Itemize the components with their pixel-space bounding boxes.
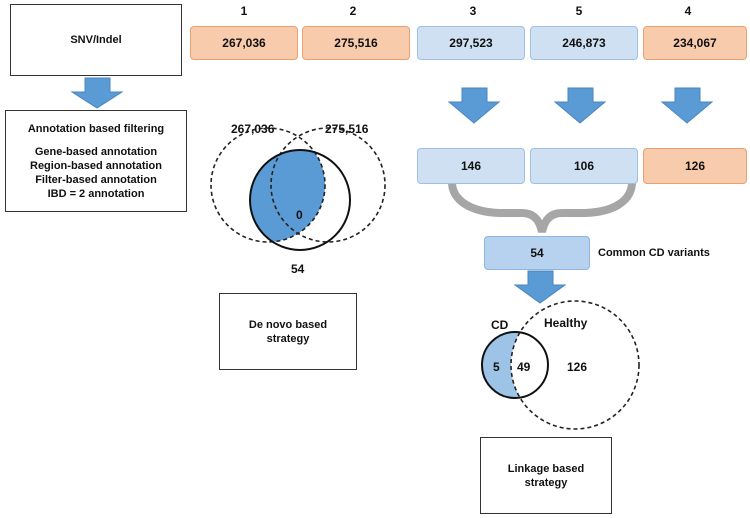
venn-below-value: 54: [291, 262, 305, 276]
healthy-label: Healthy: [544, 316, 588, 330]
filtered-value-4: 126: [643, 148, 747, 184]
sample-count-4: 234,067: [643, 26, 747, 60]
sample-id-1: 1: [240, 4, 248, 18]
healthy-only-value: 126: [567, 360, 588, 374]
arrow-down-sample-5: [553, 87, 607, 124]
snv-indel-label: SNV/Indel: [70, 34, 122, 46]
arrow-down-sample-3: [447, 87, 501, 124]
filtered-value: 146: [460, 159, 482, 173]
sample-count-1: 267,036: [190, 26, 298, 60]
annotation-filtering-box: Annotation based filtering Gene-based an…: [5, 110, 187, 212]
venn-highlight-region: [250, 150, 325, 242]
venn-circle-center: [249, 149, 351, 251]
sample-id-4: 4: [684, 4, 692, 18]
sample-count-value: 275,516: [334, 36, 378, 50]
sample-id-5: 5: [575, 4, 583, 18]
sample-count-value: 297,523: [449, 36, 493, 50]
common-cd-label: Common CD variants: [598, 247, 710, 259]
filtered-value-5: 106: [530, 148, 638, 184]
arrow-down-common: [513, 270, 567, 304]
cd-only-value: 5: [493, 360, 500, 374]
annotation-line: Gene-based annotation: [34, 145, 158, 158]
arrow-down-sample-4: [660, 87, 714, 124]
cd-label: CD: [491, 318, 509, 332]
annotation-line: Filter-based annotation: [35, 173, 157, 186]
linkage-strategy-box: Linkage based strategy: [480, 437, 612, 514]
sample-count-2: 275,516: [302, 26, 410, 60]
snv-indel-box: SNV/Indel: [10, 4, 182, 76]
filtered-value: 126: [684, 159, 706, 173]
arrow-down-left: [70, 77, 124, 109]
filtered-value: 106: [573, 159, 595, 173]
venn-circle-right: [270, 127, 386, 243]
sample-count-value: 234,067: [673, 36, 717, 50]
healthy-circle: [510, 300, 640, 430]
filtered-value-3: 146: [417, 148, 525, 184]
brace-shape: [448, 178, 636, 233]
de-novo-strategy-label: De novo based strategy: [248, 318, 328, 345]
common-cd-box: 54: [484, 236, 590, 270]
sample-id-2: 2: [349, 4, 357, 18]
venn-center-value: 0: [296, 208, 303, 222]
sample-count-value: 246,873: [562, 36, 606, 50]
sample-count-3: 297,523: [417, 26, 525, 60]
sample-count-value: 267,036: [222, 36, 266, 50]
common-cd-value: 54: [530, 246, 544, 260]
venn-left-label: 267,036: [231, 122, 275, 136]
linkage-strategy-label: Linkage based strategy: [507, 462, 585, 489]
venn-circle-left: [210, 127, 326, 243]
overlap-value: 49: [517, 360, 531, 374]
annotation-line: Region-based annotation: [30, 159, 162, 172]
cd-circle: [481, 331, 549, 399]
annotation-title: Annotation based filtering: [27, 122, 165, 135]
sample-count-5: 246,873: [530, 26, 638, 60]
venn-right-label: 275,516: [325, 122, 369, 136]
annotation-line: IBD = 2 annotation: [47, 187, 145, 200]
sample-id-3: 3: [469, 4, 477, 18]
de-novo-strategy-box: De novo based strategy: [219, 293, 357, 370]
